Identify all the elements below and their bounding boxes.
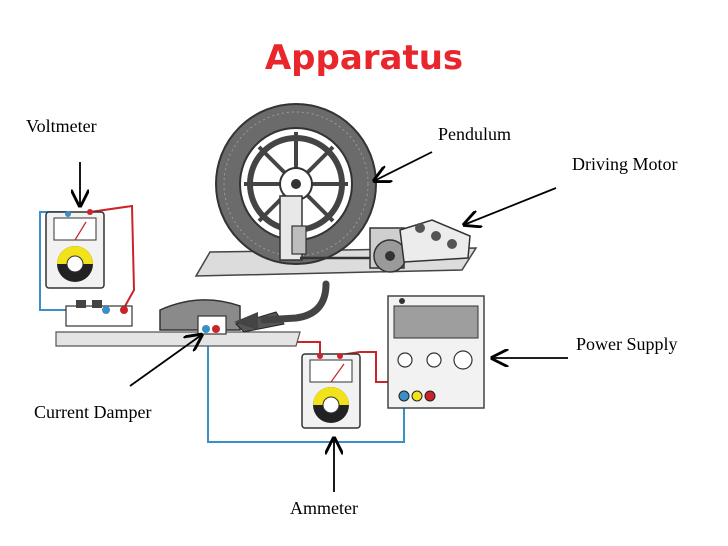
label-voltmeter: Voltmeter [26, 116, 97, 136]
arrow-driving-motor [466, 187, 557, 224]
label-current-damper: Current Damper [34, 402, 152, 422]
power-supply-icon [387, 295, 485, 409]
pendulum-wheel-icon [215, 103, 377, 265]
terminal-block [65, 300, 133, 327]
current-damper-icon [159, 280, 330, 335]
label-power-supply: Power Supply [576, 334, 678, 354]
wire-damper-blue [207, 330, 405, 443]
voltmeter-icon [45, 209, 105, 289]
arrow-pendulum [376, 151, 433, 180]
driving-motor-icon [300, 219, 471, 273]
wire-voltmeter-red [89, 204, 136, 309]
arrows [80, 151, 568, 492]
label-ammeter: Ammeter [290, 498, 358, 518]
label-driving-motor: Driving Motor [572, 154, 678, 174]
label-pendulum: Pendulum [438, 124, 512, 144]
base-board [55, 331, 301, 347]
page-title: Apparatus [264, 38, 464, 78]
ammeter-icon [301, 353, 361, 429]
arrow-current-damper [129, 336, 200, 387]
